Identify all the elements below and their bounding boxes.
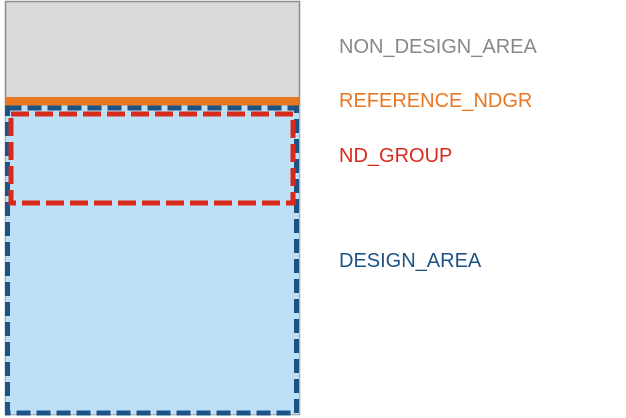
design-area-label: DESIGN_AREA: [339, 250, 482, 272]
design-area-dashed-border: [5, 105, 299, 416]
non-design-area-label: NON_DESIGN_AREA: [339, 36, 537, 58]
reference-ndgr-bar: [5, 97, 300, 106]
nd-group-dashed-border: [8, 111, 296, 206]
design-area-block: [5, 105, 300, 415]
reference-ndgr-label: REFERENCE_NDGR: [339, 90, 533, 112]
nd-group-label: ND_GROUP: [339, 145, 453, 167]
